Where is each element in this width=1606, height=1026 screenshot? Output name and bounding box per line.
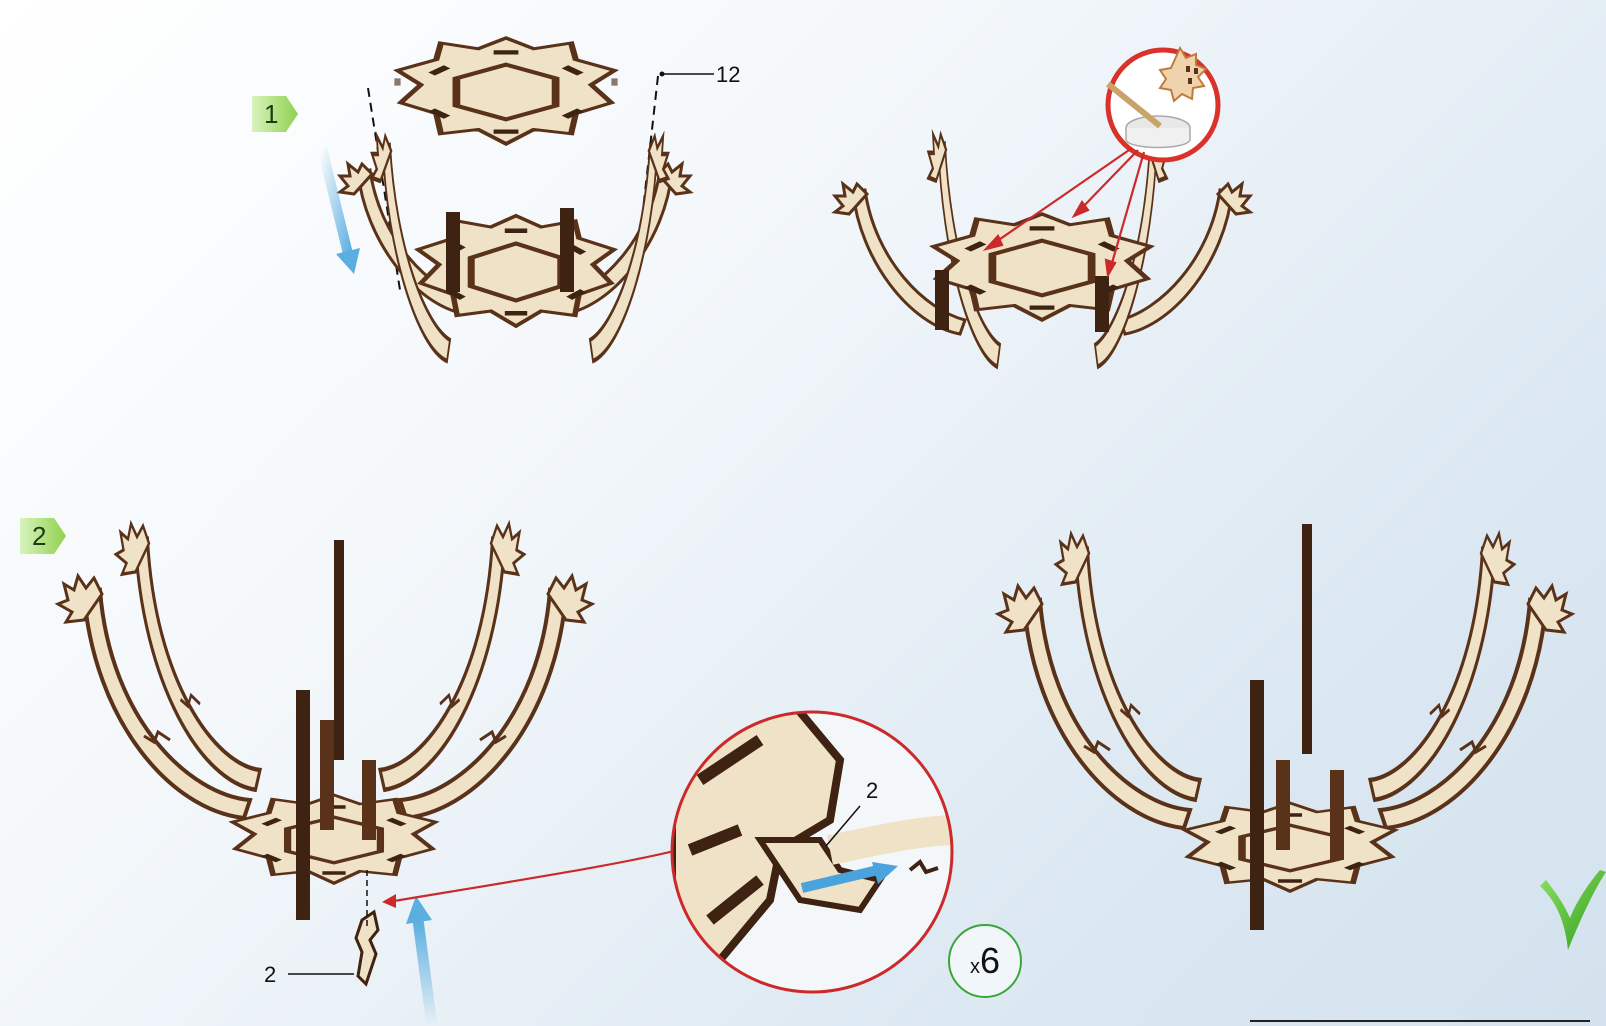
base-assembly-step1 [340,136,690,361]
callout-zoom-part-2: 2 [866,778,878,804]
quantity-prefix: x [970,956,980,978]
step1-glued-view [835,48,1250,367]
step-number-2: 2 [32,521,46,552]
blue-arrow-down [322,148,350,262]
footer-divider [1250,1020,1590,1022]
step2-assembly-view [58,524,700,1026]
quantity-badge: x6 [948,924,1022,998]
glue-bowl-icon [1108,48,1218,160]
center-pole [334,540,344,760]
step-badge-2: 2 [20,518,66,554]
quantity-count: 6 [980,940,1000,981]
blue-arrow-up [418,920,432,1026]
callout-part-12: 12 [716,62,740,88]
top-star-part [398,38,615,144]
step-badge-1: 1 [252,96,298,132]
callout-part-2: 2 [264,962,276,988]
step2-final-view [998,524,1572,930]
zoom-connector [388,844,700,902]
step1-exploded-view [322,38,714,361]
zoom-detail [672,700,960,992]
checkmark-icon [1540,870,1606,950]
step-number-1: 1 [264,99,278,130]
